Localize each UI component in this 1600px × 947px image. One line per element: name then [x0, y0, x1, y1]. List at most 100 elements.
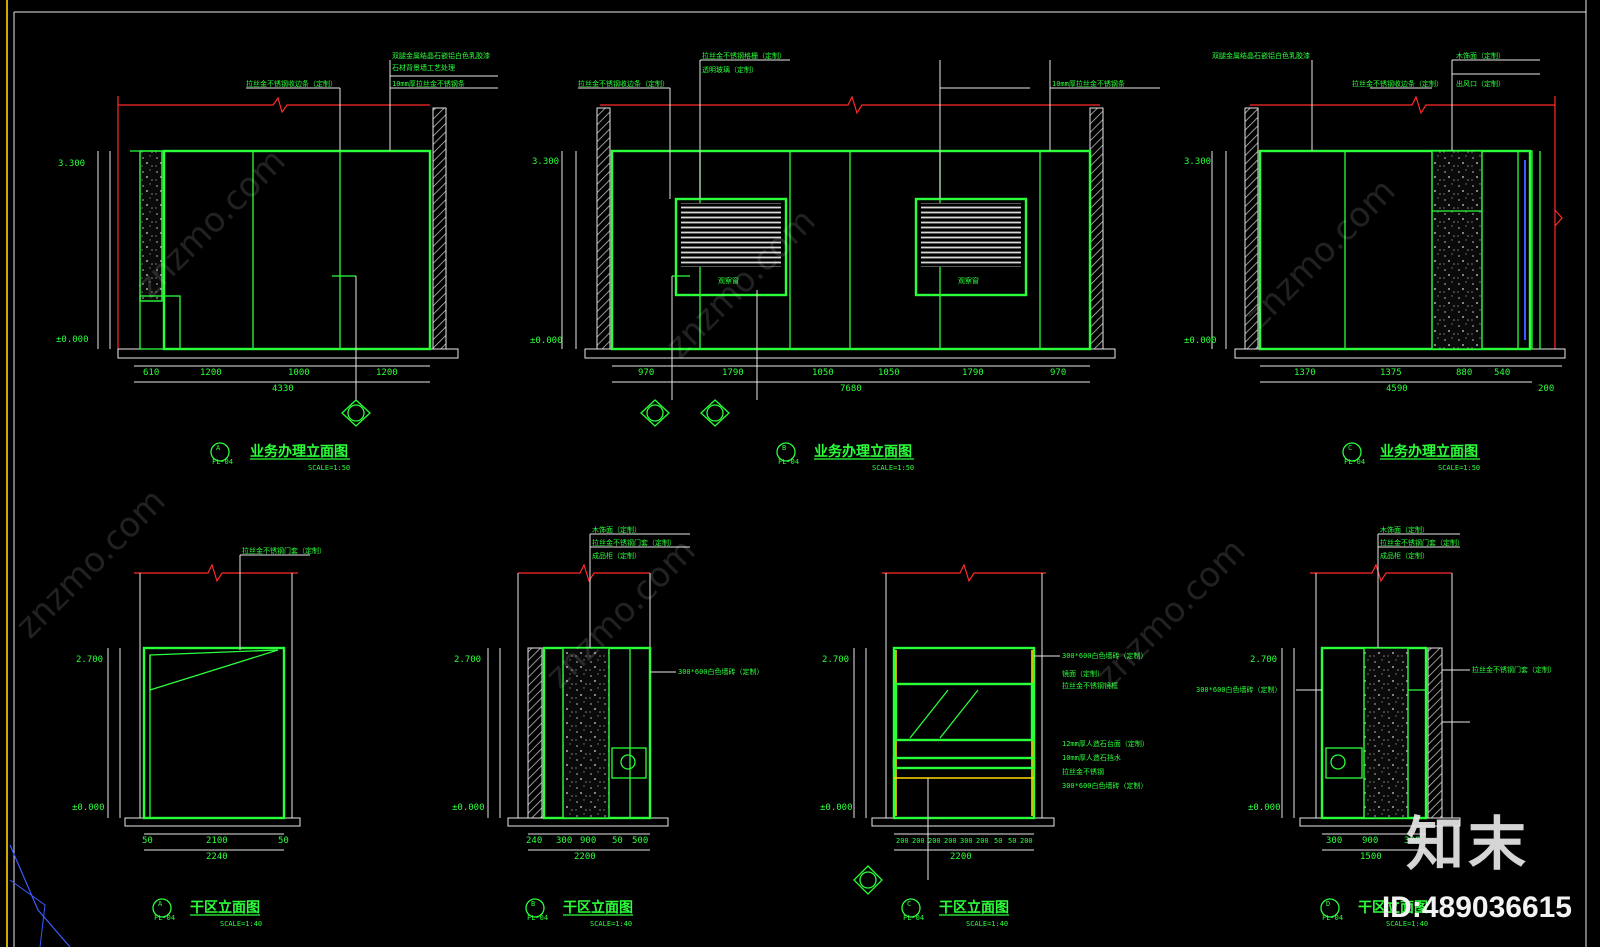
dim-seg-2: 300	[556, 836, 572, 846]
dim-seg-5: 200	[1538, 384, 1554, 394]
view-scale: SCALE=1:40	[220, 920, 262, 928]
note-5: 10mm厚人造石挡水	[1062, 753, 1121, 762]
level-mark-top: 2.700	[822, 655, 849, 665]
view-tag: A	[158, 900, 163, 908]
dim-seg-6: 970	[1050, 368, 1066, 378]
note-5: 拉丝金不锈钢门套（定制）	[1472, 665, 1556, 674]
note-4: 300*600白色墙砖（定制）	[678, 667, 764, 676]
elevation-view-a-top: 3.300 ±0.000 610 1200 1000 1200 4330 双腿金…	[56, 51, 498, 472]
dim-seg-2: 200	[912, 837, 925, 845]
dim-overall: 2200	[950, 852, 972, 862]
view-title: 干区立面图	[1358, 899, 1428, 916]
dim-seg-3: 1050	[812, 368, 834, 378]
svg-text:znzmo.com: znzmo.com	[1238, 171, 1403, 336]
elevation-view-dry-d: 木饰面（定制） 拉丝金不锈钢门套（定制） 成品柜（定制） 300*600白色墙砖…	[1196, 525, 1556, 928]
view-tag: B	[782, 444, 786, 452]
dim-seg-1: 300	[1326, 836, 1342, 846]
level-mark-floor: ±0.000	[452, 803, 485, 813]
dim-seg-2: 900	[1362, 836, 1378, 846]
view-ref: FL-04	[527, 914, 548, 922]
dim-seg-2: 1790	[722, 368, 744, 378]
svg-text:znzmo.com: znzmo.com	[8, 481, 173, 646]
note-4: 12mm厚人造石台面（定制）	[1062, 739, 1149, 748]
dim-seg-1: 1370	[1294, 368, 1316, 378]
view-ref: FL-04	[1344, 458, 1365, 466]
view-scale: SCALE=1:50	[1438, 464, 1480, 472]
dim-seg-1: 240	[526, 836, 542, 846]
elevation-view-c-top: 双腿金属结晶石嵌铝白色乳胶漆 木饰面（定制） 拉丝金不锈钢收边条（定制） 出风口…	[1184, 51, 1566, 472]
dim-seg-3: 1000	[288, 368, 310, 378]
window-label-2: 观察窗	[958, 276, 979, 285]
view-ref: FL-04	[154, 914, 175, 922]
window-label-1: 观察窗	[718, 276, 739, 285]
view-ref: FL-04	[778, 458, 799, 466]
dim-seg-4: 1200	[376, 368, 398, 378]
dim-seg-2: 1375	[1380, 368, 1402, 378]
view-ref: FL-04	[1322, 914, 1343, 922]
note-7: 300*600白色墙砖（定制）	[1062, 781, 1148, 790]
dim-seg-9: 200	[1020, 837, 1033, 845]
note-3: 透明玻璃（定制）	[702, 65, 758, 74]
elevation-view-dry-a: 拉丝金不锈钢门套（定制） 2.700 ±0.000 50 2100 50 224…	[72, 546, 326, 928]
note-4: 10mm厚拉丝金不锈钢条	[1052, 79, 1125, 88]
note-3: 拉丝金不锈钢收边条（定制）	[246, 79, 337, 88]
level-mark-floor: ±0.000	[530, 336, 563, 346]
dim-overall: 4330	[272, 384, 294, 394]
dim-seg-4: 50	[612, 836, 623, 846]
note-1: 拉丝金不锈钢门套（定制）	[242, 546, 326, 555]
dim-seg-5: 500	[632, 836, 648, 846]
note-1: 木饰面（定制）	[592, 525, 641, 534]
dim-seg-3: 200	[928, 837, 941, 845]
view-scale: SCALE=1:40	[1386, 920, 1428, 928]
level-mark-top: 2.700	[454, 655, 481, 665]
note-2: 拉丝金不锈钢门套（定制）	[1380, 538, 1464, 547]
dim-seg-4: 1050	[878, 368, 900, 378]
elevation-view-dry-b: 木饰面（定制） 拉丝金不锈钢门套（定制） 成品柜（定制） 300*600白色墙砖…	[452, 525, 764, 928]
note-3: 成品柜（定制）	[592, 551, 641, 560]
svg-text:znzmo.com: znzmo.com	[1088, 531, 1253, 696]
view-tag: B	[531, 900, 535, 908]
level-mark-floor: ±0.000	[1184, 336, 1217, 346]
note-2: 石材背景墙工艺处理	[392, 63, 455, 72]
note-4: 300*600白色墙砖（定制）	[1196, 685, 1282, 694]
dim-seg-5: 300	[960, 837, 973, 845]
note-1: 双腿金属结晶石嵌铝白色乳胶漆	[1212, 51, 1310, 60]
drawing-frame	[6, 0, 1587, 947]
dim-seg-3: 880	[1456, 368, 1472, 378]
note-1: 300*600白色墙砖（定制）	[1062, 651, 1148, 660]
view-tag: C	[907, 900, 911, 908]
dim-overall: 2240	[206, 852, 228, 862]
view-title: 业务办理立面图	[250, 443, 348, 460]
dim-seg-2: 1200	[200, 368, 222, 378]
elevation-view-dry-c: 300*600白色墙砖（定制） 镜面（定制） 拉丝金不锈钢镜框 12mm厚人造石…	[820, 563, 1149, 928]
dim-seg-3: 300	[1404, 836, 1420, 846]
note-3: 拉丝金不锈钢收边条（定制）	[1352, 79, 1443, 88]
dim-overall: 7680	[840, 384, 862, 394]
dim-overall: 2200	[574, 852, 596, 862]
note-3: 成品柜（定制）	[1380, 551, 1429, 560]
view-scale: SCALE=1:50	[308, 464, 350, 472]
note-2: 镜面（定制）	[1062, 669, 1104, 678]
level-mark-top: 3.300	[532, 157, 559, 167]
level-mark-floor: ±0.000	[56, 335, 89, 345]
view-scale: SCALE=1:50	[872, 464, 914, 472]
elevation-view-b-top: 观察窗 观察窗 拉丝金不锈钢收边条（定制） 拉丝金不锈钢格栅（定制） 透明玻璃（…	[530, 51, 1160, 472]
note-1: 双腿金属结晶石嵌铝白色乳胶漆	[392, 51, 490, 60]
level-mark-floor: ±0.000	[820, 803, 853, 813]
dim-seg-4: 200	[944, 837, 957, 845]
dim-overall: 1500	[1360, 852, 1382, 862]
dim-seg-8: 50	[1008, 837, 1016, 845]
view-title: 业务办理立面图	[1380, 443, 1478, 460]
dim-seg-4: 540	[1494, 368, 1510, 378]
level-mark-top: 3.300	[58, 159, 85, 169]
note-1: 木饰面（定制）	[1380, 525, 1429, 534]
note-4: 10mm厚拉丝金不锈钢条	[392, 79, 465, 88]
level-mark-top: 3.300	[1184, 157, 1211, 167]
view-title: 业务办理立面图	[814, 443, 912, 460]
dim-seg-1: 610	[143, 368, 159, 378]
view-scale: SCALE=1:40	[590, 920, 632, 928]
dim-seg-3: 50	[278, 836, 289, 846]
view-tag: A	[216, 444, 221, 452]
view-ref: FL-04	[212, 458, 233, 466]
